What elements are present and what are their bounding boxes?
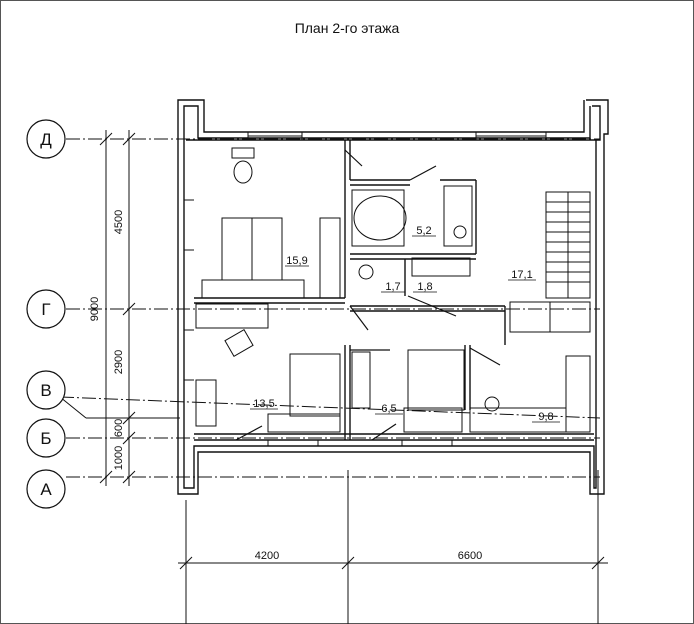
axis-label-d: Д xyxy=(40,130,52,149)
dim-v-b: 600 xyxy=(113,419,125,437)
axis-lines xyxy=(59,138,601,478)
room-area-wc: 1,7 xyxy=(385,281,400,293)
room-area-bedroom-top: 15,9 xyxy=(286,255,307,267)
plan-title: План 2-го этажа xyxy=(294,20,400,36)
dim-overall: 9000 xyxy=(89,297,101,321)
windows xyxy=(184,132,547,446)
dim-left: 4200 xyxy=(255,550,279,562)
axis-label-b: Б xyxy=(40,429,51,448)
axis-bubble-v: В xyxy=(26,370,66,410)
axis-bubble-a: А xyxy=(26,469,66,509)
furniture xyxy=(195,147,591,433)
axis-bubble-g: Г xyxy=(26,289,66,329)
room-area-room-right: 9,8 xyxy=(538,411,553,423)
axis-label-g: Г xyxy=(41,300,50,319)
stairs xyxy=(545,191,591,299)
room-area-bath: 5,2 xyxy=(416,225,431,237)
room-area-hall: 17,1 xyxy=(511,269,532,281)
doors xyxy=(235,149,501,441)
dim-b-a: 1000 xyxy=(113,446,125,470)
vertical-dimension-lines xyxy=(99,130,136,486)
dim-d-g: 4500 xyxy=(113,210,125,234)
room-labels: 5,2 15,9 1,7 1,8 17,1 13,5 6,5 9,8 xyxy=(250,225,560,423)
room-area-closet: 1,8 xyxy=(417,281,432,293)
room-area-bedroom-mid: 6,5 xyxy=(381,403,396,415)
axis-label-a: А xyxy=(40,480,52,499)
dim-right: 6600 xyxy=(458,550,482,562)
horizontal-dimension-lines xyxy=(178,470,608,624)
exterior-walls xyxy=(177,99,609,495)
room-area-bedroom-left: 13,5 xyxy=(253,398,274,410)
dim-g-v: 2900 xyxy=(113,350,125,374)
interior-walls xyxy=(194,140,594,441)
axis-label-v: В xyxy=(40,381,51,400)
axis-bubble-d: Д xyxy=(26,119,66,159)
axis-bubble-b: Б xyxy=(26,418,66,458)
